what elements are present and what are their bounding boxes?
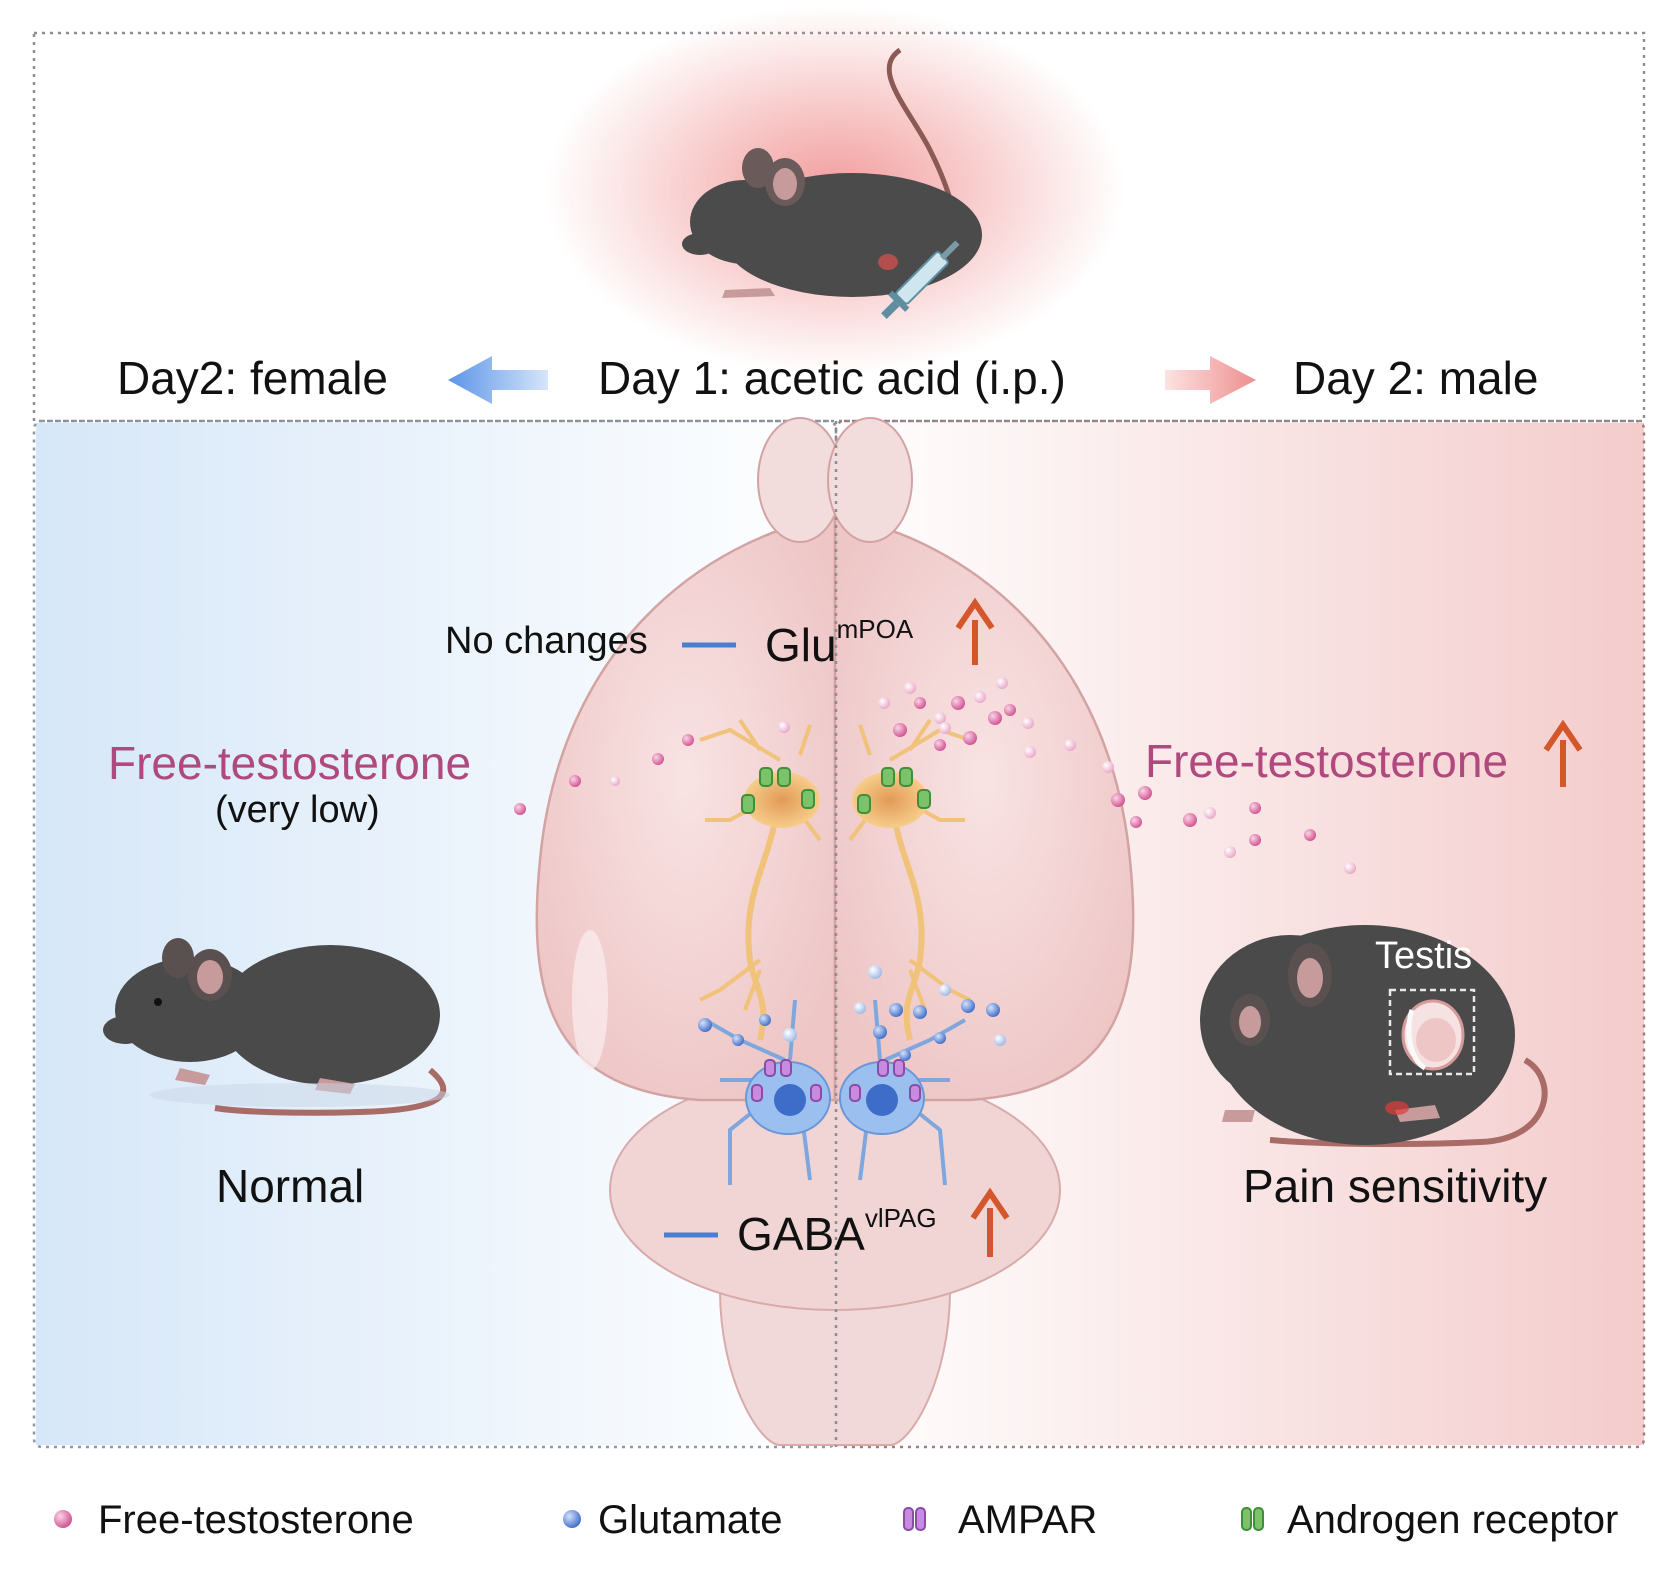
legend-icons [54,1507,1264,1531]
pink-sphere-icon [54,1510,72,1528]
legend-ampar: AMPAR [958,1498,1098,1542]
no-changes-label: No changes [445,620,648,662]
female-testosterone-label: Free-testosterone [108,737,472,789]
normal-mouse-icon [103,938,450,1116]
glutamate-neurons-icon [699,718,971,1041]
treatment-label: Day 1: acetic acid (i.p.) [598,352,1066,404]
legend-testosterone: Free-testosterone [98,1498,414,1542]
injected-mouse-icon [682,47,982,319]
arrow-to-female-icon [448,356,548,404]
brain-illustration [535,417,1135,1446]
glu-text: Glu [765,619,837,671]
male-state-label: Pain sensitivity [1243,1160,1548,1212]
gaba-region: vlPAG [864,1203,937,1233]
testosterone-spheres [514,677,1356,874]
testis-label: Testis [1375,935,1473,977]
gaba-label: GABAvlPAG [737,1205,937,1260]
glutamate-spheres [698,965,1006,1061]
female-testosterone-level: (very low) [215,789,380,831]
female-day-label: Day2: female [117,352,389,404]
testosterone-up-arrow-icon [1543,719,1583,787]
green-receptor-icon [1241,1507,1264,1531]
testis-icon [1388,988,1476,1076]
glu-up-arrow-icon [955,597,995,665]
pain-mouse-icon [1200,925,1548,1148]
gaba-up-arrow-icon [970,1187,1010,1257]
glu-region: mPOA [836,614,914,644]
legend-androgen-receptor: Androgen receptor [1287,1498,1619,1542]
female-panel-frame [32,419,838,1449]
male-testosterone-label: Free-testosterone [1145,735,1509,787]
arrow-to-male-icon [1165,356,1256,404]
female-state-label: Normal [216,1160,365,1212]
legend-glutamate: Glutamate [598,1498,783,1542]
blue-sphere-icon [563,1510,581,1528]
glu-label: GlumPOA [765,616,913,671]
gaba-text: GABA [737,1208,865,1260]
purple-receptor-icon [903,1507,926,1531]
male-day-label: Day 2: male [1293,352,1539,404]
